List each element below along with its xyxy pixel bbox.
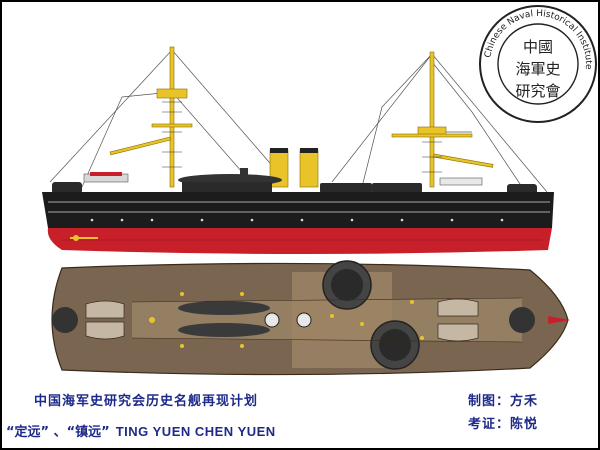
deck-fittings [149, 292, 424, 348]
hull-lower [47, 228, 553, 254]
checked-by-credit: 考证：陈悦 [468, 417, 539, 432]
torpedo-boats [178, 301, 270, 337]
boats-top [85, 298, 479, 342]
funnels [269, 148, 319, 188]
seal-center-line3: 研究會 [515, 82, 560, 100]
seal-center-line2: 海軍史 [515, 60, 560, 78]
top-view [51, 260, 570, 376]
masts [109, 46, 494, 188]
funnels-top [264, 312, 312, 328]
side-view [42, 46, 554, 254]
mast-ladders [162, 101, 442, 173]
ship-names-chinese: “定远” 、“镇远” [6, 425, 110, 440]
bow-ram [548, 316, 570, 324]
drawn-by-credit: 制图：方禾 [468, 394, 539, 409]
ship-names-english: TING YUEN CHEN YUEN [115, 424, 276, 439]
ship-names: “定远” 、“镇远” TING YUEN CHEN YUEN [6, 421, 276, 440]
bow-ornament [70, 235, 98, 241]
seal-center-line1: 中國 [523, 38, 553, 56]
portholes [90, 218, 504, 222]
rigging-lines [49, 49, 548, 193]
project-title: 中国海军史研究会历史名舰再现计划 [34, 394, 259, 409]
superstructure [52, 182, 537, 196]
institute-seal: Chinese Naval Historical Institute 中國 海軍… [479, 5, 597, 123]
hull-upper [42, 192, 554, 228]
deck-lines [131, 297, 523, 343]
hull-rails [48, 201, 550, 213]
barbettes [52, 260, 535, 370]
